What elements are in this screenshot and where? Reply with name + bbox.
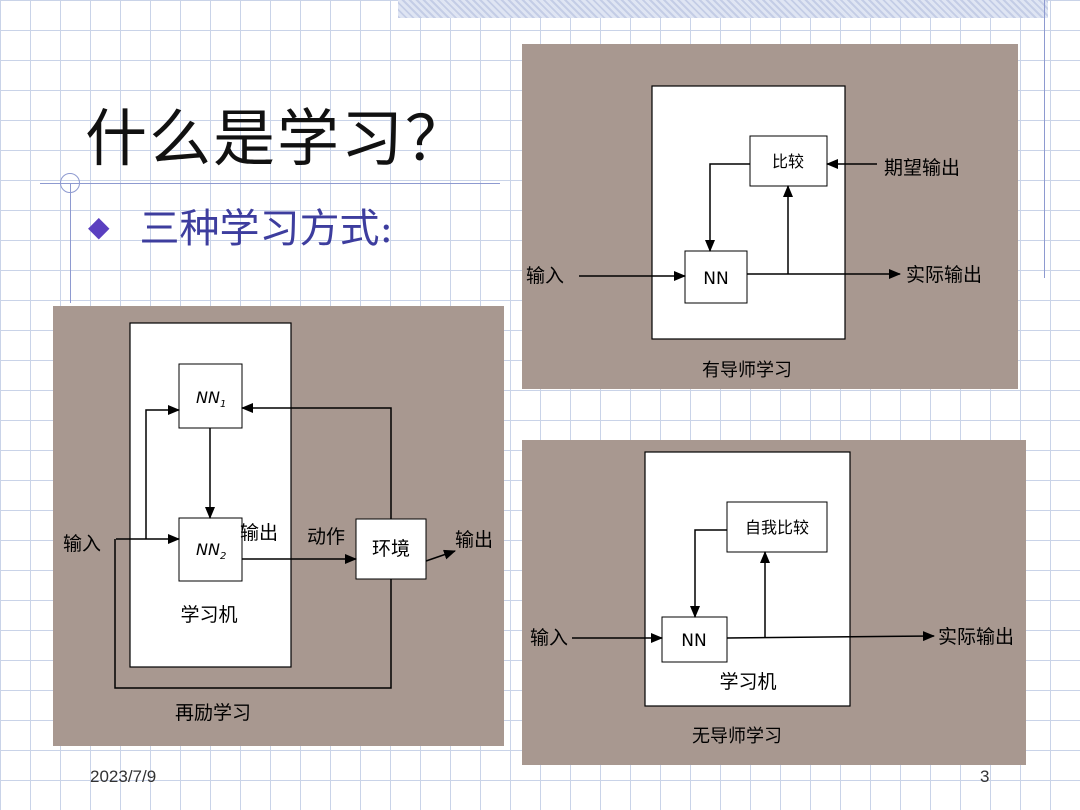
reinforcement-feedback-line xyxy=(241,403,392,519)
supervised-caption: 有导师学习 xyxy=(702,360,792,381)
output-arrow xyxy=(726,631,935,642)
bullet-text: 三种学习方式: xyxy=(139,206,394,252)
slide-page-number: 3 xyxy=(980,767,990,786)
nn2-subscript: 2 xyxy=(220,551,226,562)
slide-title: 什么是学习？ xyxy=(85,102,470,175)
environment-label: 环境 xyxy=(372,538,410,560)
diamond-bullet-icon: ◆ xyxy=(88,210,110,243)
unsupervised-learning-figure: 自我比较 NN 输入 实际输出 学习机 无导师学习 xyxy=(522,440,1026,765)
actual-output-label: 实际输出 xyxy=(906,264,982,286)
nn-label: NN xyxy=(681,631,706,651)
supervised-learning-figure: 比较 NN 期望输出 输入 实际输出 有导师学习 xyxy=(522,44,1018,389)
left-accent-line xyxy=(70,183,71,303)
input-label: 输入 xyxy=(530,627,568,649)
unsupervised-caption: 无导师学习 xyxy=(692,726,782,747)
output-label: 输出 xyxy=(455,529,493,551)
title-underline xyxy=(40,183,500,184)
compare-label: 比较 xyxy=(772,152,804,171)
supervised-frame xyxy=(651,85,846,340)
bullet-item: ◆ 三种学习方式: xyxy=(88,196,393,254)
unsupervised-frame xyxy=(644,451,851,707)
actual-output-label: 实际输出 xyxy=(938,626,1014,648)
reinforcement-learning-figure: NN1 NN2 环境 输出 动作 输出 输入 学习机 再励学习 xyxy=(53,306,504,746)
title-circle-ornament xyxy=(60,173,80,193)
reinforcement-caption: 再励学习 xyxy=(175,702,251,724)
environment-box xyxy=(355,518,427,580)
self-compare-label: 自我比较 xyxy=(745,518,809,537)
right-accent-line xyxy=(1044,0,1045,278)
top-decor-band xyxy=(398,0,1048,18)
action-label: 动作 xyxy=(307,526,345,548)
nn1-box xyxy=(178,363,243,429)
self-compare-box xyxy=(726,501,828,553)
reinforcement-loop-line xyxy=(114,539,392,689)
input-label: 输入 xyxy=(63,533,101,555)
nn-label: NN xyxy=(703,269,728,289)
nn-output-label: 输出 xyxy=(240,522,278,544)
nn1-subscript: 1 xyxy=(220,399,226,410)
nn1-text: NN xyxy=(196,388,220,407)
nn2-label: NN2 xyxy=(196,540,226,562)
compare-box xyxy=(749,135,828,187)
input-to-nn1-line xyxy=(145,405,180,539)
nn1-label: NN1 xyxy=(196,388,226,410)
nn2-box xyxy=(178,517,243,582)
output-arrow xyxy=(425,549,456,562)
input-label: 输入 xyxy=(526,265,564,287)
learning-machine-label: 学习机 xyxy=(719,671,776,693)
nn2-text: NN xyxy=(196,540,220,559)
learning-machine-label: 学习机 xyxy=(180,604,237,626)
slide-date: 2023/7/9 xyxy=(90,767,157,786)
feedback-line xyxy=(705,163,750,252)
expected-output-label: 期望输出 xyxy=(884,157,960,179)
nn-box xyxy=(684,250,748,304)
nn-box xyxy=(661,616,728,663)
self-feedback-line xyxy=(690,529,727,618)
